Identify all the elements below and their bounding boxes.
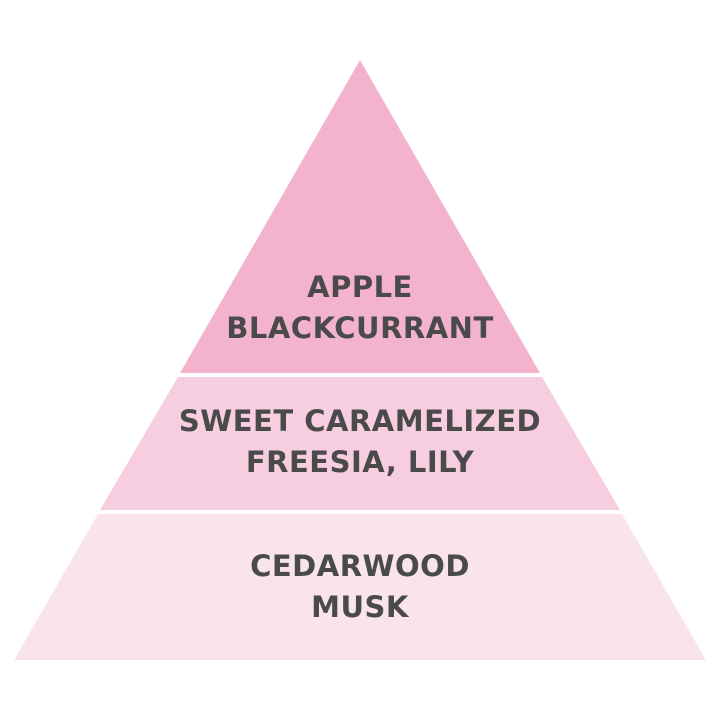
top-notes-label: APPLE BLACKCURRANT [0, 267, 720, 349]
base-notes-line: CEDARWOOD [250, 549, 470, 583]
middle-notes-label: SWEET CARAMELIZED FREESIA, LILY [0, 401, 720, 483]
middle-notes-line: FREESIA, LILY [245, 445, 475, 479]
top-notes-line: APPLE [307, 270, 413, 304]
pyramid-top-tier [180, 60, 540, 373]
top-notes-line: BLACKCURRANT [226, 311, 494, 345]
pyramid-base-tier [14, 514, 706, 660]
pyramid-middle-tier [100, 377, 620, 510]
base-notes-line: MUSK [311, 590, 409, 624]
middle-notes-line: SWEET CARAMELIZED [178, 404, 542, 438]
base-notes-label: CEDARWOOD MUSK [0, 546, 720, 628]
